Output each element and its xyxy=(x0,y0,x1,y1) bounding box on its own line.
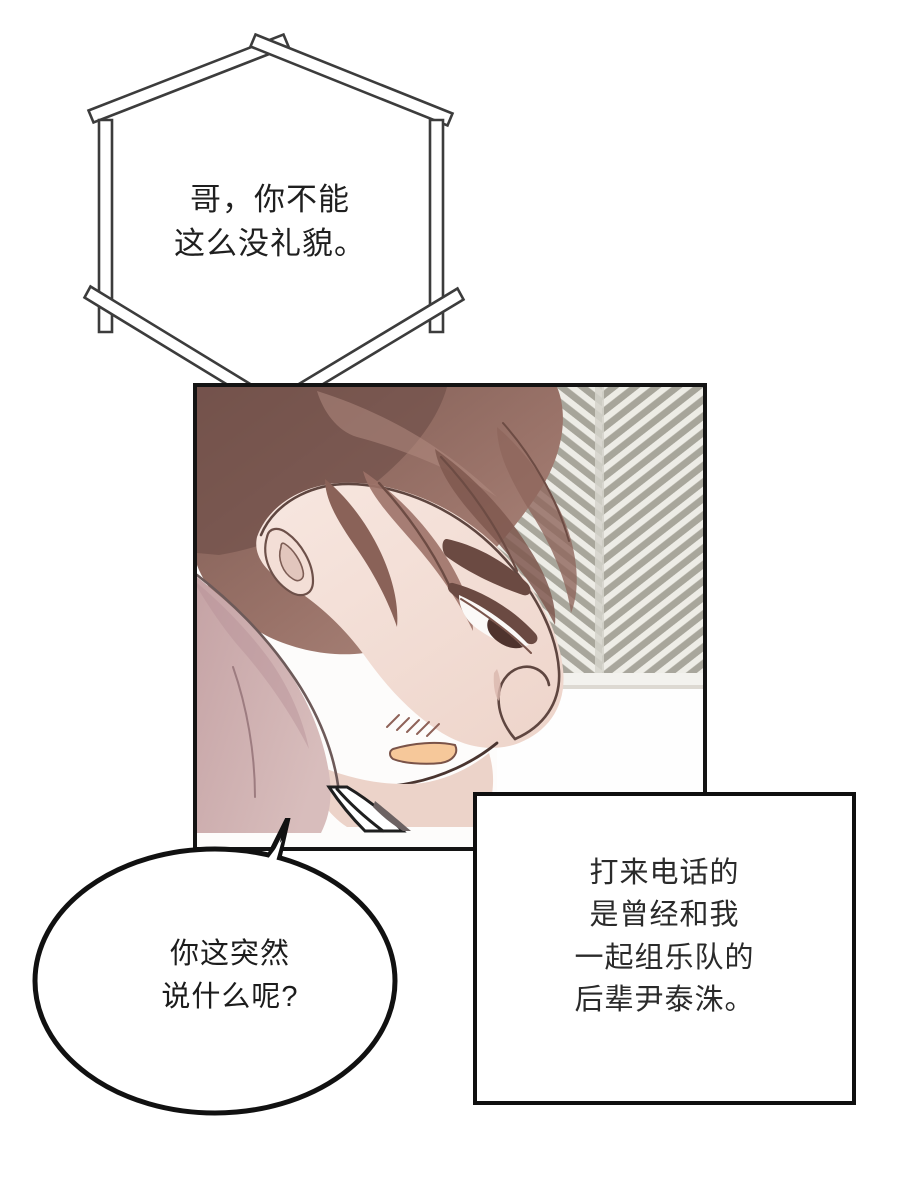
collar-dark-gap xyxy=(373,801,411,831)
narration-caption-text: 打来电话的 是曾经和我 一起组乐队的 后辈尹泰洙。 xyxy=(574,857,755,1016)
hair-bang-strand-2 xyxy=(363,471,473,631)
collar-fold-line xyxy=(335,787,385,833)
ear-inner-detail xyxy=(278,542,305,582)
oval-speech-bubble: 你这突然 说什么呢? xyxy=(30,818,430,1128)
hexagonal-stick-speech-bubble: 哥，你不能 这么没礼貌。 xyxy=(0,0,520,440)
comic-art-panel xyxy=(193,383,707,851)
hex-stick-upper-right xyxy=(248,32,455,128)
nose-profile-line xyxy=(497,665,551,741)
hair-strand-thin-a xyxy=(377,481,451,587)
hex-bubble-text: 哥，你不能 这么没礼貌。 xyxy=(174,182,366,262)
shoulder-cloth-left xyxy=(197,577,331,833)
hex-bubble-fill xyxy=(105,52,437,400)
oval-bubble-body xyxy=(32,846,398,1116)
face-contour-line xyxy=(259,482,561,741)
eye-tear-mark xyxy=(493,669,501,701)
hair-bang-strand-1 xyxy=(325,479,398,627)
cloth-edge-line xyxy=(197,573,341,795)
hair-bang-strand-3 xyxy=(435,449,556,625)
hair-strand-thin-b xyxy=(439,455,519,573)
hex-stick-right xyxy=(428,118,445,334)
hex-stick-left xyxy=(97,118,114,334)
eye-upper-lid xyxy=(447,582,538,645)
oval-bubble-tail-cover xyxy=(264,840,282,872)
mouth-shape xyxy=(389,741,458,765)
face-shape xyxy=(256,482,564,748)
oval-bubble-text: 你这突然 说什么呢? xyxy=(161,938,299,1013)
eyebrow-shape xyxy=(442,538,531,596)
eye-pupil xyxy=(487,619,523,649)
cloth-fold-line-a xyxy=(232,666,256,798)
eye-lower-lid-line xyxy=(460,598,532,654)
hair-bang-strand-4 xyxy=(497,427,577,613)
blush-hatch-lines xyxy=(386,714,440,737)
shoulder-cloth-shadow xyxy=(197,583,309,749)
panel-artwork xyxy=(197,387,703,847)
hair-strand-thin-c xyxy=(502,422,570,542)
narration-caption-box: 打来电话的 是曾经和我 一起组乐队的 后辈尹泰洙。 xyxy=(473,792,856,1105)
